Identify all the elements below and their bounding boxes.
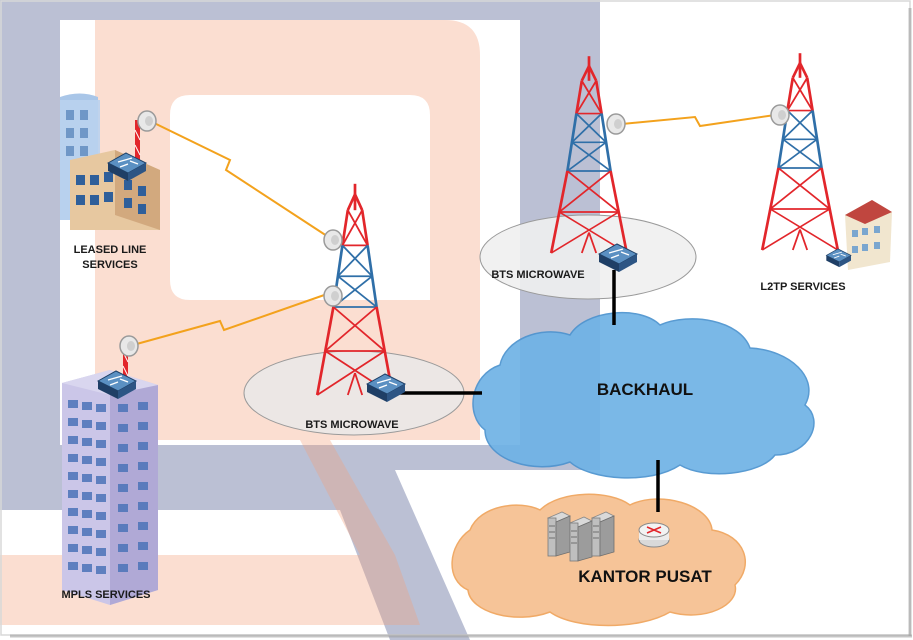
l2tp-building-icon [825, 200, 892, 270]
bts-center-label: BTS MICROWAVE [305, 419, 398, 431]
server-icon [591, 511, 615, 557]
wireless-links [132, 114, 776, 346]
link-leased-to-center [149, 120, 331, 239]
link-mpls-to-center [132, 292, 331, 346]
server-icon [569, 516, 593, 562]
bts-center-dish-1 [323, 229, 343, 251]
l2tp-services-label: L2TP SERVICES [760, 281, 845, 293]
bts-top-dish [606, 113, 626, 135]
router-icon [638, 522, 670, 548]
leased-mast [107, 110, 157, 182]
wired-links [395, 270, 660, 512]
servers-group [547, 511, 615, 562]
kantor-pusat-cloud [451, 493, 746, 627]
backhaul-cloud [472, 312, 815, 479]
microwave-dish-icon [137, 110, 157, 132]
kantor-pusat-label: KANTOR PUSAT [578, 567, 712, 586]
bts-center-dish-2 [323, 285, 343, 307]
l2tp-tower-icon [760, 51, 840, 252]
mpls-building-icon [62, 370, 158, 605]
backhaul-label: BACKHAUL [597, 380, 693, 399]
bts-top-label: BTS MICROWAVE [491, 269, 584, 281]
mpls-mast [97, 335, 139, 400]
server-icon [547, 511, 571, 557]
l2tp-dish [770, 104, 790, 126]
mpls-services-label: MPLS SERVICES [61, 589, 150, 601]
leased-line-label: LEASED LINE [74, 244, 147, 256]
microwave-dish-icon [119, 335, 139, 357]
link-top-to-l2tp [621, 114, 776, 128]
bts-top-zone [479, 214, 697, 300]
leased-line-services-label: SERVICES [82, 259, 137, 271]
